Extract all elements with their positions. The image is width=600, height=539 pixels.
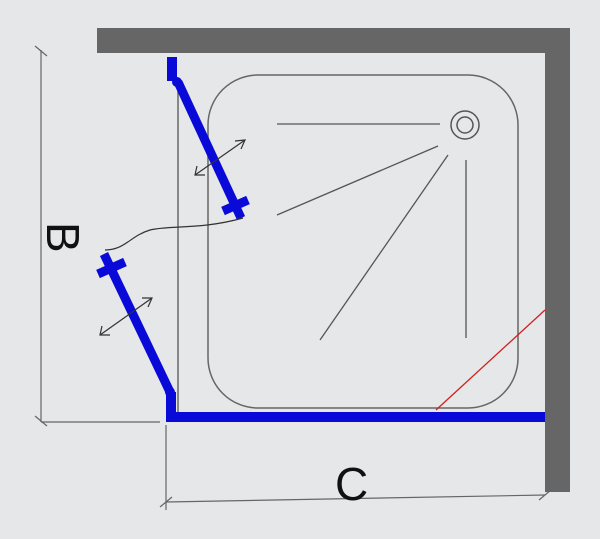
swing-arrow-icon (194, 139, 246, 176)
bottom-hinge-post (166, 392, 176, 417)
top-wall (97, 28, 570, 53)
tray-slope-lines (276, 123, 467, 341)
lower-door-panel[interactable] (96, 252, 175, 397)
label-b: B (37, 222, 89, 253)
dimension-b (34, 45, 160, 427)
dimension-c (159, 425, 552, 510)
label-c: C (335, 458, 368, 510)
drain-icon (450, 110, 480, 140)
upper-door-panel[interactable] (167, 57, 250, 220)
bottom-profile (166, 412, 545, 422)
right-wall (545, 28, 570, 492)
indicator-line (435, 309, 546, 411)
door-link-curve (104, 217, 244, 251)
shower-tray (207, 74, 519, 409)
swing-arrow-icon (99, 297, 153, 336)
